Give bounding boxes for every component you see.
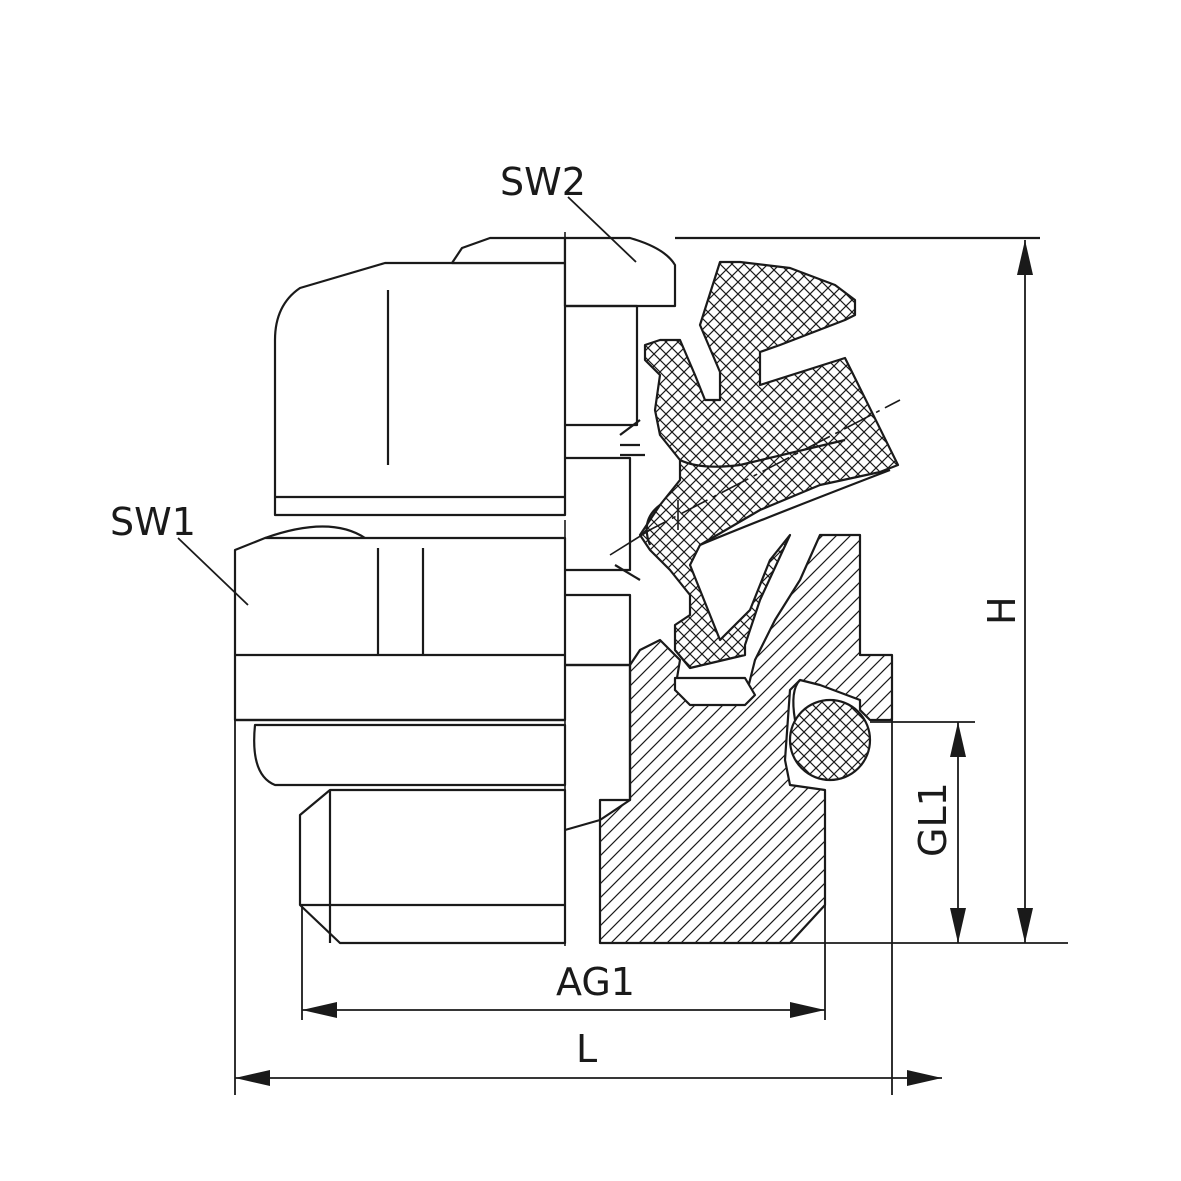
o-ring (788, 679, 872, 782)
label-l: L (576, 1027, 597, 1071)
gland-body (233, 525, 894, 945)
cap-nut (273, 236, 1040, 517)
dimension-l (234, 720, 942, 1095)
label-h: H (980, 596, 1024, 625)
seal-insert (609, 260, 901, 670)
label-sw1: SW1 (110, 500, 196, 544)
dimension-gl1 (870, 721, 975, 943)
dimension-ag1 (301, 905, 826, 1020)
insert-center (564, 304, 645, 832)
label-ag1: AG1 (556, 960, 635, 1004)
sw1-leader (177, 537, 249, 606)
label-gl1: GL1 (911, 782, 955, 857)
label-sw2: SW2 (500, 160, 586, 204)
dimension-h (790, 240, 1068, 944)
sw2-leader (567, 196, 637, 263)
